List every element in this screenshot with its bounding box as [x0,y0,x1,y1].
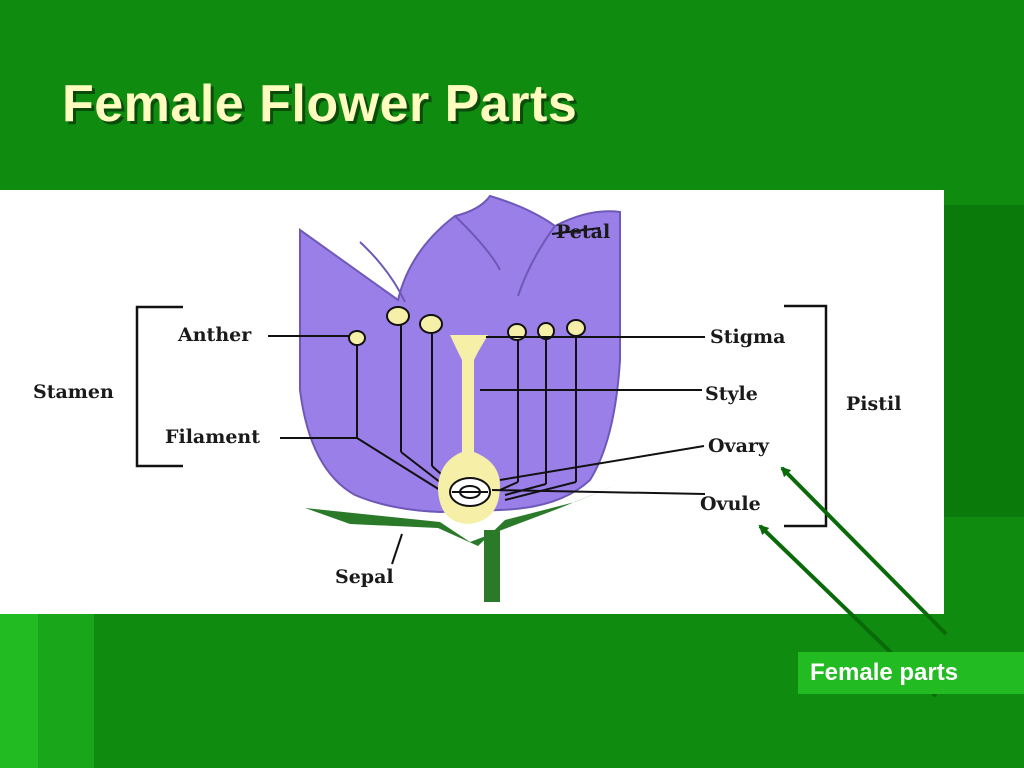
slide-title: Female Flower Parts [62,75,578,133]
leader-lines [268,227,706,565]
flower-stem [484,530,500,602]
female-parts-callout: Female parts [798,652,1024,694]
flower-sepal [305,484,618,546]
flower-diagram-svg: Petal Anther Stamen Filament Sepal Stigm… [33,194,901,602]
label-stamen: Stamen [33,381,114,403]
arrow-to-ovary [780,466,948,636]
stigma-shape [438,335,500,524]
pistil [438,335,500,524]
label-sepal: Sepal [335,566,394,588]
label-ovule: Ovule [700,493,761,515]
label-stigma: Stigma [710,326,785,348]
petal-fold-lines [359,215,556,303]
label-ovary: Ovary [708,435,770,457]
stamen-filaments [356,320,577,501]
background-band-left [0,614,38,768]
background-band-left-2 [38,614,94,768]
label-filament: Filament [165,426,260,448]
label-petal: Petal [556,221,610,243]
background-band-right [944,205,1024,517]
label-pistil: Pistil [846,393,901,415]
flower-diagram: Petal Anther Stamen Filament Sepal Stigm… [0,190,944,614]
pistil-bracket [784,304,828,528]
label-style: Style [705,383,758,405]
label-anther: Anther [177,324,252,346]
stamen-bracket [135,305,183,468]
